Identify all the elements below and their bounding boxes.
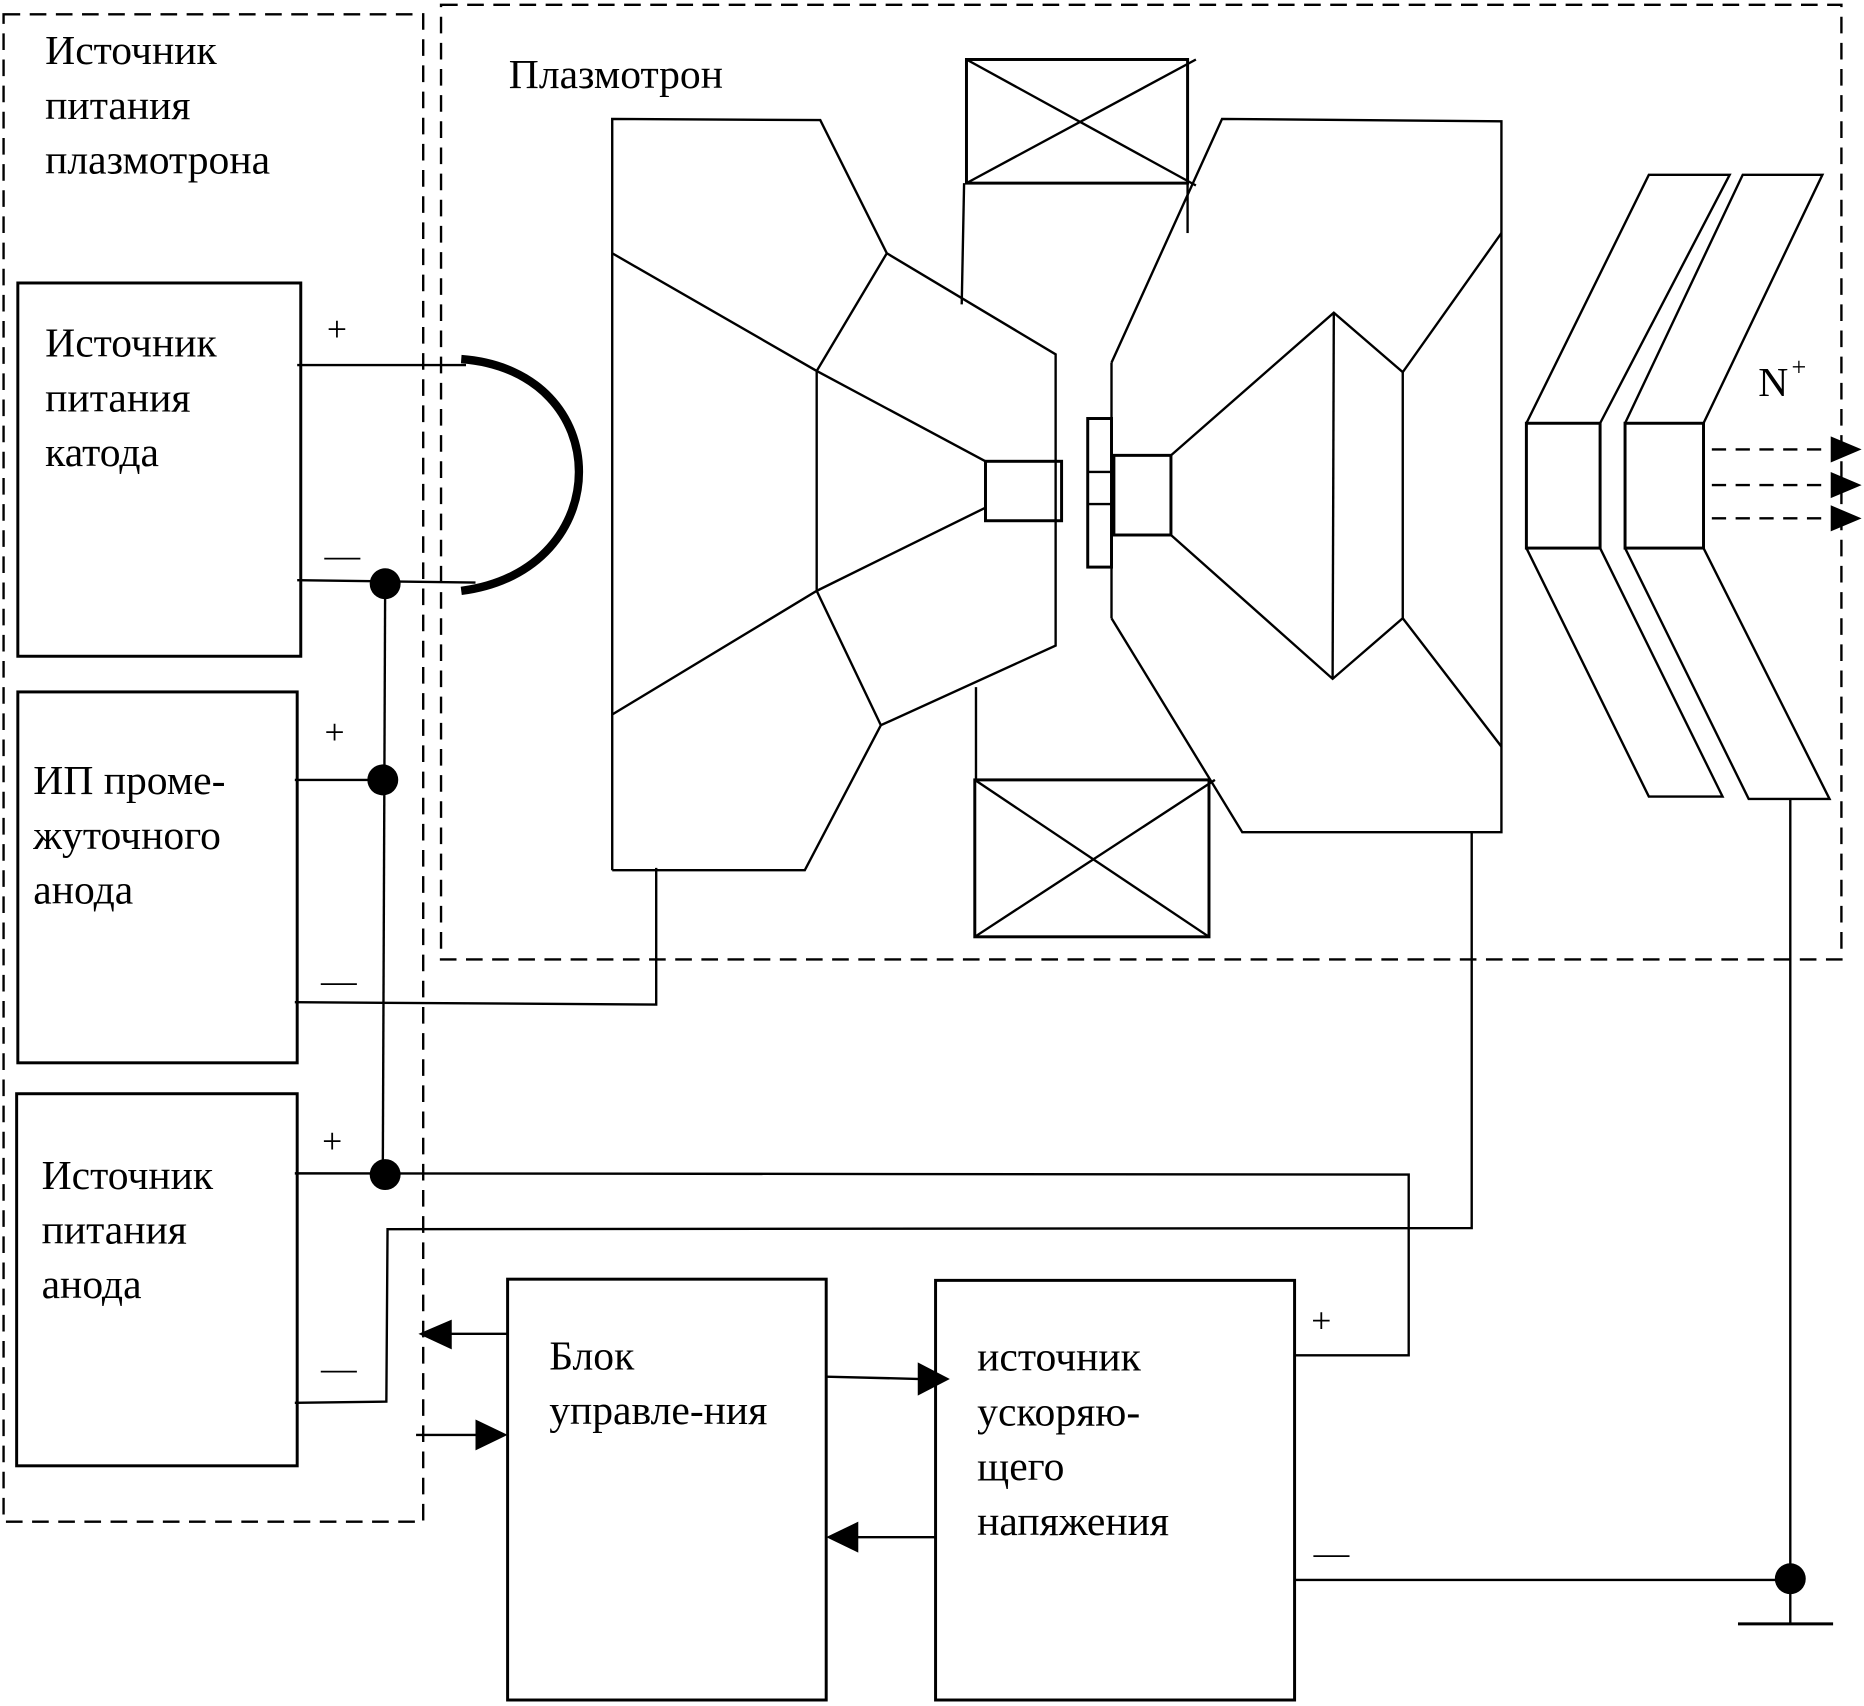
cathode-plus-sign: + [327, 309, 347, 349]
control-unit-label-1: Блок [549, 1333, 635, 1379]
accel-source-label-2: ускоряю- [977, 1388, 1140, 1434]
beam-arrowhead [1830, 505, 1862, 532]
intermediate-supply-label-1: ИП проме- [33, 757, 225, 803]
cathode-minus-sign: — [324, 535, 361, 575]
cathode-supply-block[interactable]: Источник питания катода [16, 281, 303, 658]
accel-source-label-1: источник [977, 1334, 1142, 1380]
accel-source-label-4: напяжения [977, 1498, 1169, 1544]
anode-supply-label-2: питания [42, 1207, 187, 1253]
control-signals [416, 1319, 950, 1553]
plasmatron-power-group-frame [2, 13, 425, 1523]
group-title-line-2: питания [45, 82, 190, 128]
wire-common-bus [381, 582, 387, 1175]
accel-minus-sign: — [1313, 1532, 1350, 1572]
anode-insulator [1086, 417, 1113, 569]
wire-anode-minus [294, 832, 1473, 1404]
intermediate-minus-sign: — [320, 961, 357, 1001]
anode-minus-sign: — [320, 1348, 357, 1388]
first-nozzle [984, 459, 1064, 523]
arrowhead-left [418, 1319, 452, 1350]
cathode-supply-label-3: катода [45, 429, 159, 475]
cathode-chamber-lower [611, 589, 882, 726]
first-stage-outline [611, 117, 1057, 872]
anode-inner-divider [1331, 312, 1335, 679]
anode-upper-contour [1170, 232, 1503, 457]
junction-dot [1774, 1563, 1806, 1595]
cone-lower [816, 506, 987, 592]
plasmatron-group-frame [439, 3, 1843, 961]
arrowhead-right [917, 1362, 950, 1396]
accel-source-label-3: щего [977, 1443, 1064, 1489]
anode-outline [1110, 117, 1503, 834]
cathode-filament [460, 354, 583, 596]
beam-label: N [1758, 359, 1788, 405]
junction-dot [369, 1159, 401, 1191]
beam-label-superscript: + [1791, 353, 1806, 382]
cone-upper [816, 369, 987, 463]
magnetic-coil-top [960, 58, 1197, 305]
accel-plus-sign: + [1311, 1301, 1331, 1341]
intermediate-supply-label-3: анода [33, 867, 133, 913]
anode-nozzle [1112, 453, 1173, 537]
intermediate-plus-sign: + [325, 712, 345, 752]
plasmatron-power-group-title: Источник питания плазмотрона [45, 27, 270, 182]
anode-supply-block[interactable]: Источник питания анода [15, 1092, 299, 1468]
group-title-line-3: плазмотрона [45, 137, 270, 183]
anode-supply-label-3: анода [42, 1261, 142, 1307]
control-unit-block[interactable]: Блок управле-ния [506, 1277, 828, 1702]
cathode-supply-label-2: питания [45, 374, 190, 420]
control-unit-label-2: управле-ния [549, 1387, 767, 1433]
extraction-electrode-1 [1524, 173, 1732, 798]
plasmatron-first-stage [611, 117, 1064, 872]
anode-lower-contour [1170, 534, 1503, 748]
extraction-electrode-2 [1623, 173, 1832, 801]
beam-arrowhead [1830, 436, 1862, 463]
group-title-line-1: Источник [45, 27, 217, 73]
cathode-supply-label-1: Источник [45, 320, 217, 366]
wire-anode-plus [294, 1172, 1410, 1357]
wire-intermediate-minus [294, 867, 658, 1006]
anode-supply-label-1: Источник [42, 1152, 214, 1198]
accelerating-voltage-source-block[interactable]: источник ускоряю- щего напяжения [934, 1278, 1297, 1702]
signal-to-accel-source [826, 1375, 922, 1381]
arrowhead-right [475, 1419, 508, 1451]
junction-dot [367, 764, 399, 796]
intermediate-anode-supply-block[interactable]: ИП проме- жуточного анода [16, 690, 299, 1065]
plasmatron-anode-stage [1086, 117, 1503, 834]
intermediate-supply-label-2: жуточного [32, 812, 221, 858]
magnetic-coil-bottom [973, 687, 1216, 939]
beam-arrowhead [1830, 471, 1862, 499]
plasmatron-title: Плазмотрон [509, 51, 723, 97]
ion-beam: N + [1711, 353, 1862, 532]
cathode-chamber-upper [611, 252, 888, 373]
anode-plus-sign: + [322, 1121, 342, 1161]
junction-dot [369, 568, 401, 600]
arrowhead-left [826, 1521, 859, 1553]
